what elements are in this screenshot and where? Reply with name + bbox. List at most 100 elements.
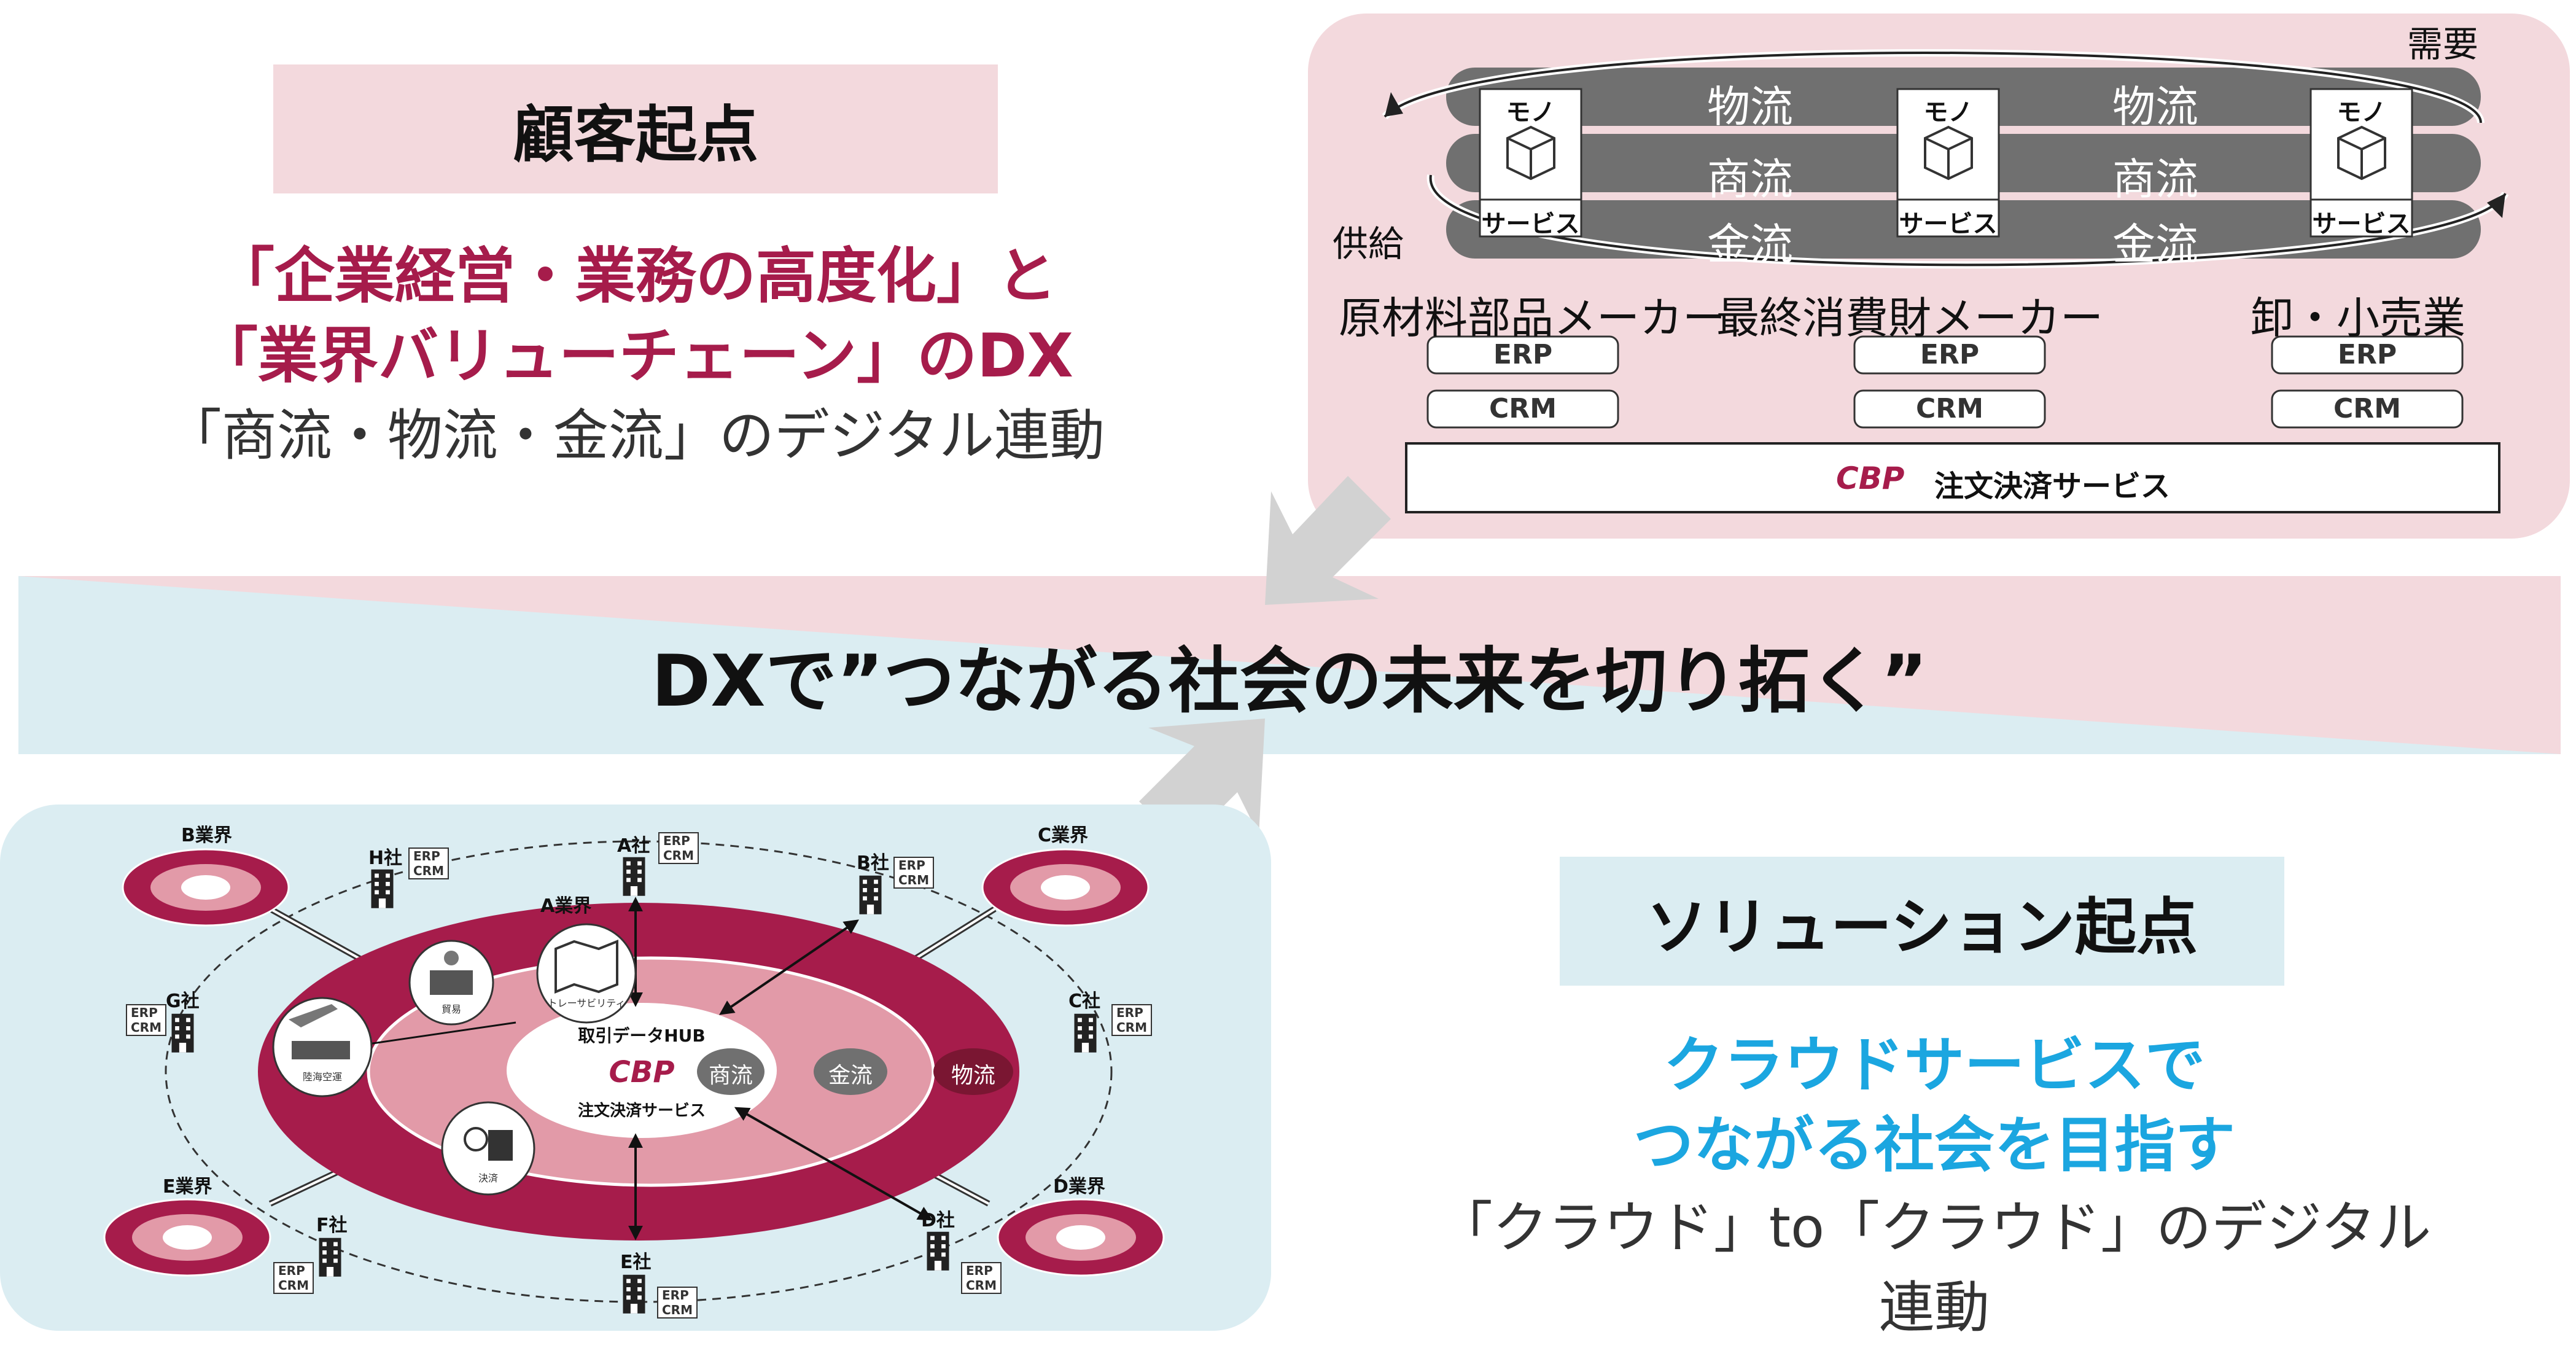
company-a-label: A社: [617, 835, 650, 857]
industry-d-label: D業界: [1053, 1176, 1105, 1198]
traceability-icon: [536, 923, 637, 1024]
company-b-label: B社: [857, 852, 889, 874]
erp-crm-badge-f: ERP CRM: [273, 1262, 314, 1294]
crm-label-3: CRM: [2333, 393, 2401, 424]
solution-line-2: つながる社会を目指す: [1633, 1110, 2235, 1180]
company-d-label: D社: [921, 1210, 955, 1231]
flow-commerce-right: 商流: [2112, 154, 2198, 205]
industry-label-materials: 原材料部品メーカー: [1339, 293, 1726, 343]
cbp-logo: CBP: [1836, 461, 1904, 496]
erp-badge-label: ERP: [898, 858, 925, 873]
building-icon-h: [371, 869, 394, 908]
erp-crm-badge-h: ERP CRM: [408, 847, 449, 879]
hub-logo-text: CBP: [609, 1055, 675, 1089]
industry-e-label: E業界: [163, 1176, 212, 1198]
industry-b: [122, 848, 290, 927]
building-icon-e: [623, 1274, 645, 1314]
crm-badge-label: CRM: [663, 848, 694, 863]
cbp-logo-text: CBP: [1836, 461, 1905, 496]
erp-crm-badge-a: ERP CRM: [658, 832, 699, 864]
erp-crm-stack-3: [2271, 335, 2464, 429]
erp-crm-badge-g: ERP CRM: [126, 1004, 166, 1036]
payment-icon: [441, 1101, 535, 1196]
solution-origin-heading: ソリューション起点: [1560, 857, 2284, 986]
hub-flow-logistics: 物流: [951, 1063, 995, 1088]
crm-badge-label: CRM: [898, 873, 929, 887]
icon-label-trade: 貿易: [441, 1003, 461, 1015]
supply-chain-panel: [1308, 14, 2570, 539]
trade-icon: [408, 940, 494, 1026]
node-1-bottom: サービス: [1481, 210, 1580, 238]
customer-origin-heading: 顧客起点: [273, 64, 998, 193]
demand-label: 需要: [2407, 23, 2479, 65]
crm-label-2: CRM: [1916, 393, 1983, 424]
flow-circle-logistics: [933, 1048, 1013, 1095]
building-icon-b: [859, 875, 882, 914]
cbp-service-bar: [1405, 442, 2500, 513]
customer-line-2: 「業界バリューチェーン」のDX: [197, 321, 1073, 391]
goods-node-1: [1479, 88, 1582, 238]
flow-money-right: 金流: [2112, 219, 2198, 270]
erp-label-1: ERP: [1493, 339, 1553, 370]
icon-label-payment: 決済: [478, 1172, 498, 1184]
goods-node-2: [1896, 88, 2000, 238]
hub-flow-money: 金流: [828, 1063, 873, 1088]
goods-node-3: [2309, 88, 2413, 238]
crm-badge-label: CRM: [662, 1303, 693, 1317]
hub-logo: CBP: [550, 1055, 734, 1089]
supply-label: 供給: [1333, 223, 1404, 265]
building-icon-f: [319, 1237, 341, 1277]
hub-service: 注文決済サービス: [577, 1102, 706, 1120]
solution-line-1: クラウドサービスで: [1663, 1030, 2205, 1101]
erp-crm-badge-e: ERP CRM: [657, 1287, 698, 1319]
company-c-label: C社: [1068, 991, 1101, 1012]
industry-b-label: B業界: [181, 825, 232, 846]
erp-badge-label: ERP: [131, 1005, 158, 1020]
erp-label-2: ERP: [1920, 339, 1980, 370]
icon-label-transport: 陸海空運: [302, 1071, 342, 1083]
network-panel: [0, 805, 1271, 1331]
flow-logistics-left: 物流: [1707, 82, 1793, 132]
erp-crm-badge-d: ERP CRM: [961, 1262, 1002, 1294]
down-arrow-icon: [1265, 476, 1391, 605]
flow-circle-money: [814, 1048, 887, 1095]
flow-commerce-left: 商流: [1707, 154, 1793, 205]
crm-badge-label: CRM: [413, 863, 444, 878]
erp-label-3: ERP: [2337, 339, 2397, 370]
industry-c: [981, 848, 1150, 927]
node-3-top: モノ: [2337, 98, 2386, 127]
erp-crm-stack-2: [1853, 335, 2046, 429]
flow-money-left: 金流: [1707, 219, 1793, 270]
erp-badge-label: ERP: [413, 849, 440, 863]
crm-badge-label: CRM: [131, 1020, 161, 1035]
industry-a-label: A業界: [540, 895, 592, 917]
building-icon-c: [1074, 1013, 1097, 1053]
flow-circle-commerce: [697, 1048, 765, 1095]
crm-badge-label: CRM: [278, 1278, 309, 1293]
company-f-label: F社: [316, 1215, 348, 1236]
node-3-bottom: サービス: [2312, 210, 2411, 238]
erp-badge-label: ERP: [662, 1288, 689, 1303]
erp-crm-badge-b: ERP CRM: [893, 857, 934, 889]
industry-c-label: C業界: [1038, 825, 1089, 846]
hub-flow-commerce: 商流: [708, 1063, 753, 1088]
icon-label-traceability: トレーサビリティ: [547, 997, 626, 1009]
industry-label-consumer: 最終消費財メーカー: [1716, 293, 2103, 343]
node-1-top: モノ: [1506, 98, 1555, 127]
node-2-top: モノ: [1923, 98, 1973, 127]
erp-badge-label: ERP: [663, 833, 690, 848]
node-2-bottom: サービス: [1899, 210, 1998, 238]
hub-title: 取引データHUB: [578, 1026, 706, 1046]
erp-badge-label: ERP: [1116, 1005, 1143, 1020]
industry-label-retail: 卸・小売業: [2251, 293, 2465, 343]
crm-badge-label: CRM: [1116, 1020, 1147, 1035]
company-e-label: E社: [620, 1252, 652, 1273]
crm-label-1: CRM: [1489, 393, 1557, 424]
building-icon-g: [171, 1013, 194, 1053]
customer-line-1: 「企業経営・業務の高度化」と: [214, 241, 1057, 311]
solution-line-3: 「クラウド」to「クラウド」のデジタル連動: [1437, 1196, 2432, 1340]
industry-d: [997, 1198, 1165, 1277]
transport-icon: [272, 997, 373, 1097]
crm-badge-label: CRM: [966, 1278, 997, 1293]
company-g-label: G社: [166, 991, 200, 1012]
